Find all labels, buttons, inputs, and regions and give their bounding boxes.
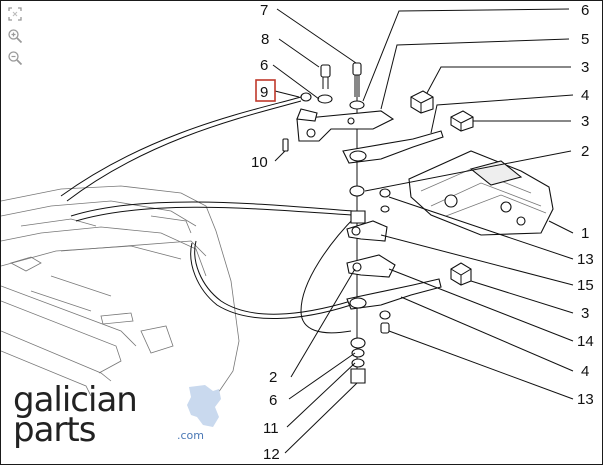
callout-6[interactable]: 6 (260, 57, 268, 74)
latch-housing (408, 150, 554, 236)
callout-14[interactable]: 14 (577, 333, 594, 350)
vehicle-hood-outline (1, 185, 240, 397)
rubber-bumpers (410, 90, 474, 286)
callout-11[interactable]: 11 (263, 420, 279, 437)
release-cables (60, 96, 357, 334)
callout-9-highlight (255, 79, 276, 102)
callout-5[interactable]: 5 (581, 31, 589, 48)
callout-3[interactable]: 3 (581, 305, 589, 322)
callout-13[interactable]: 13 (577, 251, 594, 268)
fit-page-icon (8, 7, 22, 21)
brand-domain: .com (177, 429, 204, 442)
zoom-out-button[interactable] (5, 49, 25, 67)
callout-6[interactable]: 6 (269, 392, 277, 409)
latch-assembly (282, 62, 444, 384)
callout-2[interactable]: 2 (581, 143, 589, 160)
callout-15[interactable]: 15 (577, 277, 594, 294)
leader-lines (272, 8, 574, 454)
callout-9[interactable]: 9 (260, 84, 268, 101)
galicia-map-icon (187, 385, 221, 427)
callout-8[interactable]: 8 (261, 31, 269, 48)
callout-6[interactable]: 6 (581, 2, 589, 19)
callout-4[interactable]: 4 (581, 87, 589, 104)
zoom-out-icon (8, 51, 23, 66)
galicianparts-watermark: galician parts .com (13, 380, 221, 450)
callout-10[interactable]: 10 (251, 154, 268, 171)
callout-2[interactable]: 2 (269, 369, 277, 386)
callout-labels: 7 6 8 5 6 3 9 4 3 10 2 1 13 15 3 14 2 4 … (251, 2, 594, 463)
callout-4[interactable]: 4 (581, 363, 589, 380)
viewer-toolbar (5, 5, 29, 67)
callout-12[interactable]: 12 (263, 446, 280, 463)
callout-7[interactable]: 7 (260, 2, 268, 19)
callout-3[interactable]: 3 (581, 113, 589, 130)
zoom-in-icon (8, 29, 23, 44)
brand-wordmark: galician parts (13, 380, 138, 450)
zoom-in-button[interactable] (5, 27, 25, 45)
fit-page-button[interactable] (5, 5, 25, 23)
callout-13[interactable]: 13 (577, 391, 594, 408)
callout-3[interactable]: 3 (581, 59, 589, 76)
callout-1[interactable]: 1 (581, 225, 589, 242)
